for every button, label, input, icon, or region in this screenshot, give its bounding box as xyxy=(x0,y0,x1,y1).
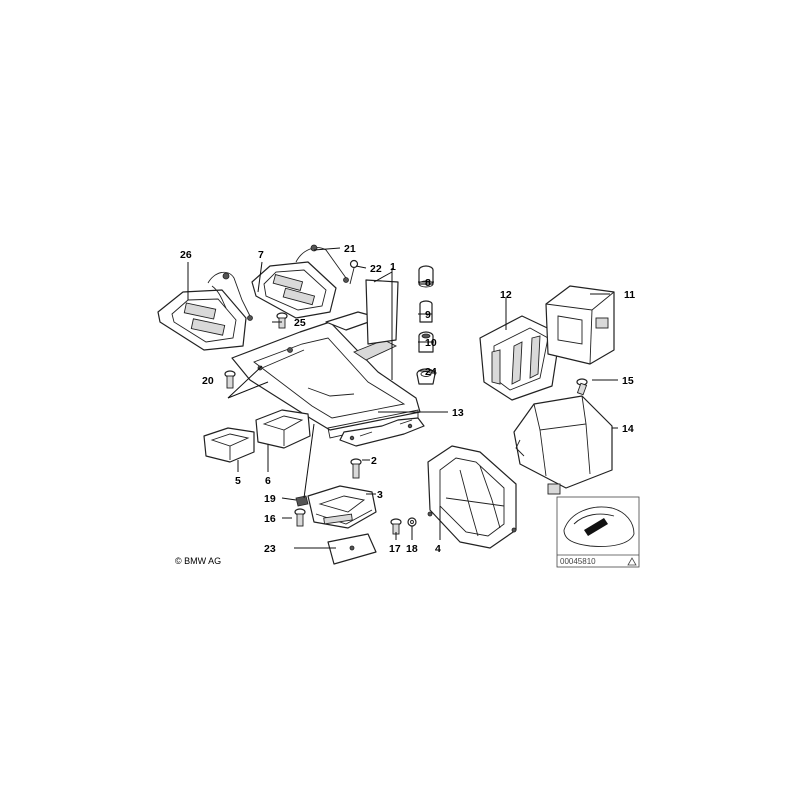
callout-26: 26 xyxy=(180,249,192,261)
part-22-screw xyxy=(349,259,359,285)
part-11-box xyxy=(545,285,615,365)
part-1-panels xyxy=(325,279,399,361)
callout-13: 13 xyxy=(452,407,464,419)
warning-triangle-icon xyxy=(627,557,637,566)
callout-17: 17 xyxy=(389,543,401,555)
callout-4: 4 xyxy=(435,543,441,555)
part-4-frame xyxy=(427,445,517,549)
callout-7: 7 xyxy=(258,249,264,261)
part-12-holder xyxy=(479,315,561,401)
part-3-switch-housing xyxy=(307,485,377,529)
part-5-tray xyxy=(203,427,255,463)
callout-5: 5 xyxy=(235,475,241,487)
part-25-screw xyxy=(276,312,288,329)
callout-2: 2 xyxy=(371,455,377,467)
callout-24: 24 xyxy=(425,366,437,378)
part-15-screw xyxy=(576,378,588,396)
part-20-screw xyxy=(224,370,236,389)
part-23-cover xyxy=(327,533,377,565)
callout-25: 25 xyxy=(294,317,306,329)
callout-16: 16 xyxy=(264,513,276,525)
callout-11: 11 xyxy=(624,289,635,301)
part-8-lighter-knob xyxy=(418,265,434,288)
callout-12: 12 xyxy=(500,289,512,301)
callout-20: 20 xyxy=(202,375,214,387)
copyright-text: © BMW AG xyxy=(175,556,221,566)
part-17-screw xyxy=(390,518,402,535)
leader-lines xyxy=(187,247,618,549)
part-9-lighter-insert xyxy=(419,300,433,323)
callout-6: 6 xyxy=(265,475,271,487)
callout-14: 14 xyxy=(622,423,634,435)
callout-18: 18 xyxy=(406,543,418,555)
callout-21: 21 xyxy=(344,243,356,255)
callout-19: 19 xyxy=(264,493,276,505)
callout-9: 9 xyxy=(425,309,431,321)
callout-3: 3 xyxy=(377,489,383,501)
callout-15: 15 xyxy=(622,375,634,387)
callout-23: 23 xyxy=(264,543,276,555)
callout-10: 10 xyxy=(425,337,437,349)
callout-1: 1 xyxy=(390,261,396,273)
part-18-washer xyxy=(407,517,417,527)
part-13-bracket xyxy=(339,417,425,447)
callout-labels: 1 2 3 4 5 6 7 8 9 10 11 12 13 14 15 16 1… xyxy=(180,243,635,555)
part-16-screw xyxy=(294,508,306,527)
part-2-screw xyxy=(350,458,362,479)
vehicle-thumbnail: 00045810 xyxy=(556,496,640,568)
part-6-tray xyxy=(255,409,311,449)
part-7-shift-trim xyxy=(251,244,349,319)
part-26-shift-trim xyxy=(157,271,253,351)
part-19-clip xyxy=(295,495,309,507)
reference-number: 00045810 xyxy=(560,557,596,566)
callout-8: 8 xyxy=(425,277,431,289)
part-10-socket xyxy=(418,331,434,353)
callout-22: 22 xyxy=(370,263,382,275)
part-14-housing xyxy=(513,395,613,495)
copyright-notice: © BMW AG xyxy=(175,556,221,566)
